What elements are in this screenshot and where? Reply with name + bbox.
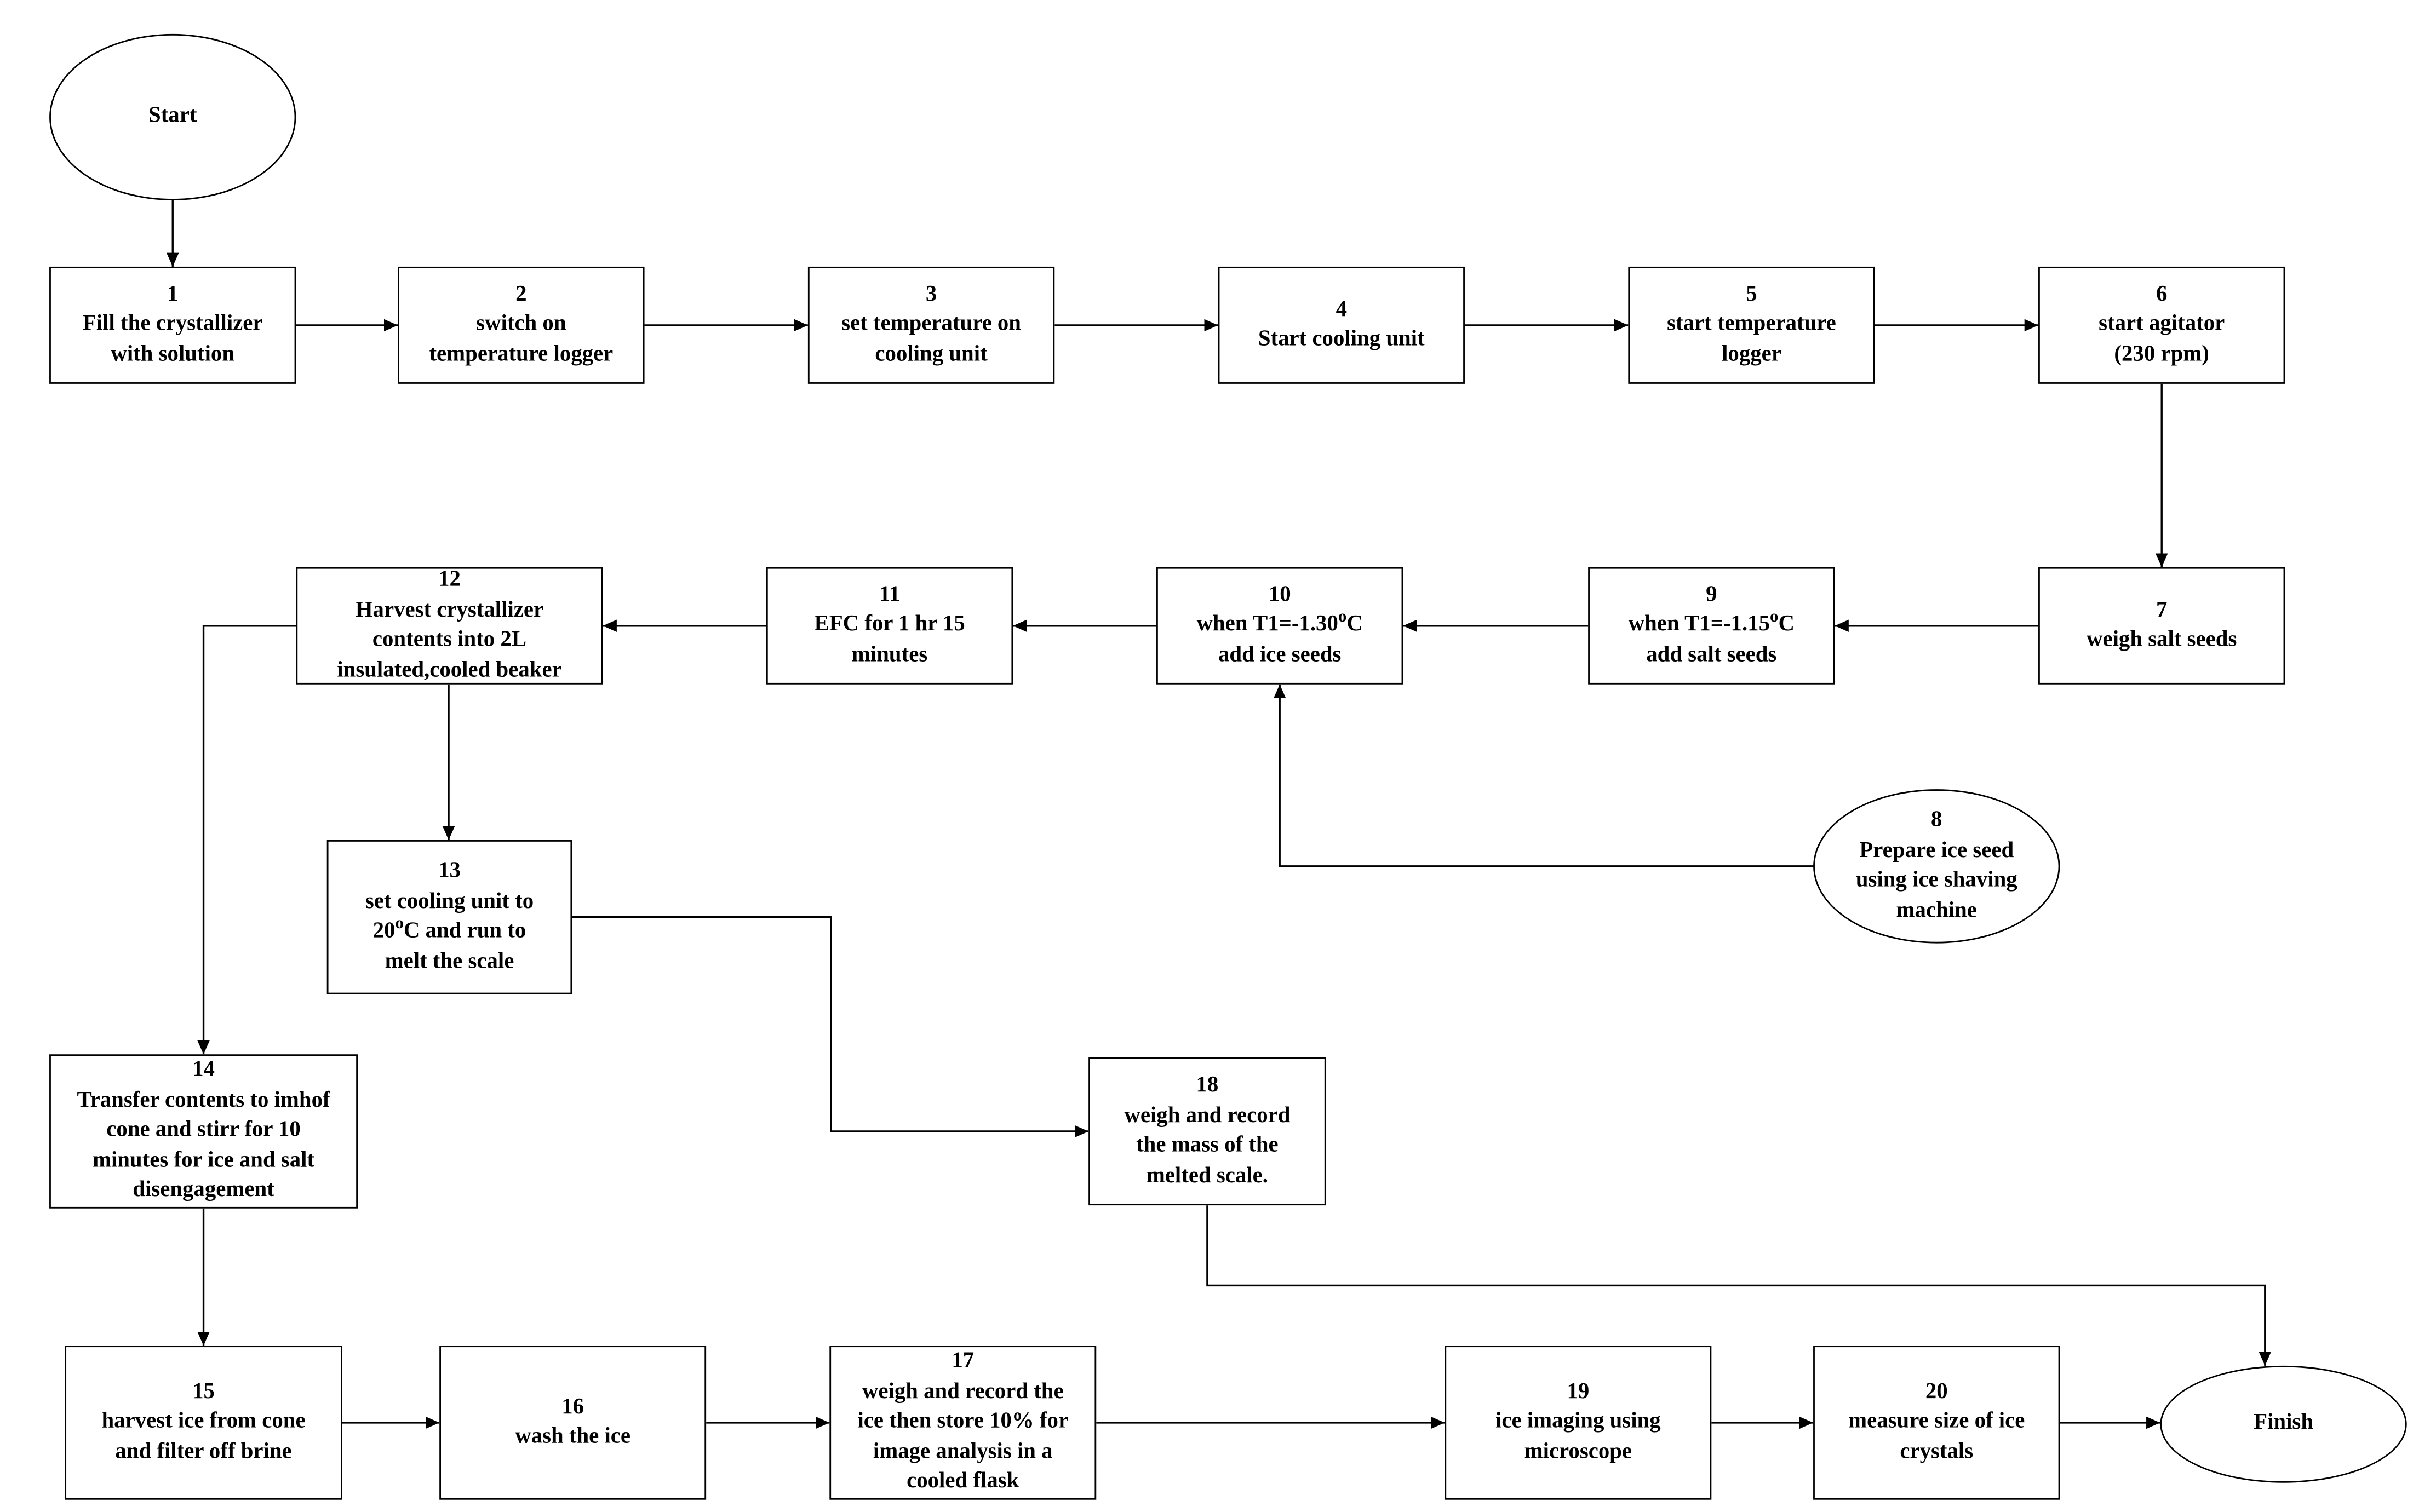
step-number: 9 (1706, 582, 1717, 607)
step-17-weigh-record-ice: 17 weigh and record the ice then store 1… (829, 1346, 1097, 1500)
step-label: weigh salt seeds (2086, 627, 2237, 652)
step-label: switch on temperature logger (429, 312, 614, 367)
step-label: start agitator (230 rpm) (2099, 312, 2225, 367)
step-number: 10 (1268, 582, 1291, 607)
step-label: Fill the crystallizer with solution (82, 312, 263, 367)
step-label: when T1=-1.30oC add ice seeds (1196, 608, 1363, 668)
step-number: 19 (1567, 1379, 1590, 1404)
step-number: 7 (2156, 597, 2168, 622)
step-1-fill-crystallizer: 1 Fill the crystallizer with solution (49, 266, 296, 384)
step-number: 15 (192, 1379, 215, 1404)
step-label: weigh and record the ice then store 10% … (857, 1379, 1069, 1494)
step-label: ice imaging using microscope (1495, 1409, 1661, 1464)
step-4-start-cooling: 4 Start cooling unit (1218, 266, 1465, 384)
step-14-transfer-to-cone: 14 Transfer contents to imhof cone and s… (49, 1054, 358, 1209)
arrow-n18-to-finish (1206, 1205, 2272, 1366)
step-label: set temperature on cooling unit (841, 312, 1022, 367)
step-number: 3 (925, 281, 937, 307)
step-6-start-agitator: 6 start agitator (230 rpm) (2038, 266, 2285, 384)
step-number: 16 (561, 1394, 584, 1419)
step-2-switch-on-logger: 2 switch on temperature logger (398, 266, 645, 384)
step-13-melt-scale: 13 set cooling unit to 20oC and run to m… (326, 840, 572, 994)
step-10-add-ice-seeds: 10 when T1=-1.30oC add ice seeds (1156, 567, 1403, 685)
step-9-add-salt-seeds: 9 when T1=-1.15oC add salt seeds (1588, 567, 1835, 685)
step-number: 13 (438, 858, 461, 883)
step-15-harvest-ice: 15 harvest ice from cone and filter off … (65, 1346, 342, 1500)
step-label: Transfer contents to imhof cone and stir… (77, 1088, 330, 1203)
start-node: Start (49, 33, 296, 200)
step-label: Start cooling unit (1258, 326, 1425, 352)
step-19-ice-imaging: 19 ice imaging using microscope (1445, 1346, 1712, 1500)
arrow-n13-to-n18 (572, 916, 1089, 1138)
step-label: measure size of ice crystals (1848, 1409, 2025, 1464)
edge-group (166, 200, 2272, 1429)
step-number: 17 (952, 1349, 975, 1374)
step-11-efc: 11 EFC for 1 hr 15 minutes (766, 567, 1013, 685)
step-number: 11 (879, 582, 901, 607)
step-number: 12 (438, 567, 461, 592)
step-label: weigh and record the mass of the melted … (1124, 1102, 1291, 1188)
arrow-n12-to-n14 (197, 625, 296, 1055)
finish-node: Finish (2160, 1365, 2407, 1483)
step-number: 18 (1196, 1073, 1219, 1098)
step-3-set-temperature: 3 set temperature on cooling unit (807, 266, 1055, 384)
step-label: Prepare ice seed using ice shaving machi… (1855, 837, 2017, 923)
step-label: Harvest crystallizer contents into 2L in… (337, 597, 562, 682)
step-label: harvest ice from cone and filter off bri… (101, 1409, 306, 1464)
step-16-wash-ice: 16 wash the ice (439, 1346, 707, 1500)
step-number: 14 (192, 1057, 215, 1083)
step-8-prepare-ice-seed: 8 Prepare ice seed using ice shaving mac… (1813, 789, 2060, 944)
step-label: wash the ice (515, 1424, 631, 1449)
step-label: set cooling unit to 20oC and run to melt… (365, 888, 534, 974)
step-7-weigh-salt-seeds: 7 weigh salt seeds (2038, 567, 2285, 685)
finish-label: Finish (2254, 1411, 2314, 1436)
step-number: 20 (1925, 1379, 1948, 1404)
step-5-start-logger: 5 start temperature logger (1628, 266, 1875, 384)
step-number: 2 (515, 281, 527, 307)
step-12-harvest-contents: 12 Harvest crystallizer contents into 2L… (296, 567, 603, 685)
step-number: 4 (1336, 296, 1347, 321)
step-number: 8 (1931, 807, 1942, 832)
step-label: EFC for 1 hr 15 minutes (814, 612, 965, 668)
arrow-n8-to-n10 (1273, 684, 1815, 867)
step-18-weigh-melted-scale: 18 weigh and record the mass of the melt… (1088, 1057, 1326, 1206)
step-label: when T1=-1.15oC add salt seeds (1628, 608, 1795, 668)
start-label: Start (148, 104, 197, 129)
step-number: 1 (167, 281, 179, 307)
step-20-measure-crystals: 20 measure size of ice crystals (1813, 1346, 2060, 1500)
step-label: start temperature logger (1667, 312, 1836, 367)
step-number: 5 (1746, 281, 1757, 307)
step-number: 6 (2156, 281, 2168, 307)
